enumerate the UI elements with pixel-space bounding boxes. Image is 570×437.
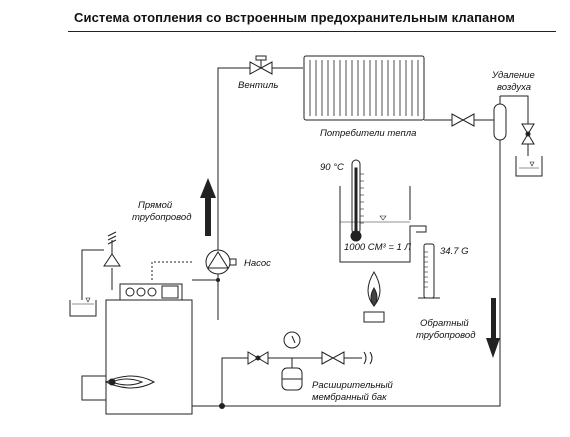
tank-label-1: Расширительный (312, 380, 394, 391)
expansion-tank-icon (281, 331, 303, 391)
tank-label-2: мембранный бак (312, 392, 387, 403)
burner-icon (363, 271, 385, 323)
volume-label: 1000 CM³ = 1 Л (344, 242, 411, 253)
graduated-cylinder-icon (418, 243, 440, 299)
expansion-branch-pipe (221, 357, 362, 406)
return-pipe (192, 140, 501, 407)
supply-label-2: трубопровод (132, 212, 191, 223)
safety-valve-icon (69, 231, 121, 317)
pump-label: Насос (244, 258, 271, 269)
return-flow-arrow (486, 298, 500, 358)
pump-icon (151, 249, 237, 280)
return-label-2: трубопровод (416, 330, 475, 341)
supply-valve-icon (249, 55, 273, 75)
valve-label: Вентиль (238, 80, 278, 91)
title-underline (68, 31, 556, 32)
air-removal-label-1: Удаление (491, 70, 535, 81)
branch-valve-icon (247, 351, 269, 365)
air-removal-label-2: воздуха (497, 82, 531, 93)
thermometer-icon (350, 159, 364, 242)
supply-label-1: Прямой (138, 200, 173, 211)
beaker-icon (339, 186, 427, 263)
safety-valve-pipe (81, 249, 113, 300)
boiler (81, 283, 193, 415)
consumers-label: Потребители тепла (320, 128, 416, 139)
air-separator-icon (493, 95, 543, 177)
temperature-label: 90 °C (320, 162, 344, 173)
supply-flow-arrow (200, 178, 216, 236)
diagram-title: Система отопления со встроенным предохра… (74, 10, 515, 25)
outlet-valve-icon (451, 113, 475, 127)
supply-pipe (217, 67, 303, 320)
mass-label: 34.7 G (440, 246, 469, 257)
return-label-1: Обратный (420, 318, 469, 329)
radiator (303, 55, 425, 121)
branch-valve-2-icon (321, 351, 345, 365)
